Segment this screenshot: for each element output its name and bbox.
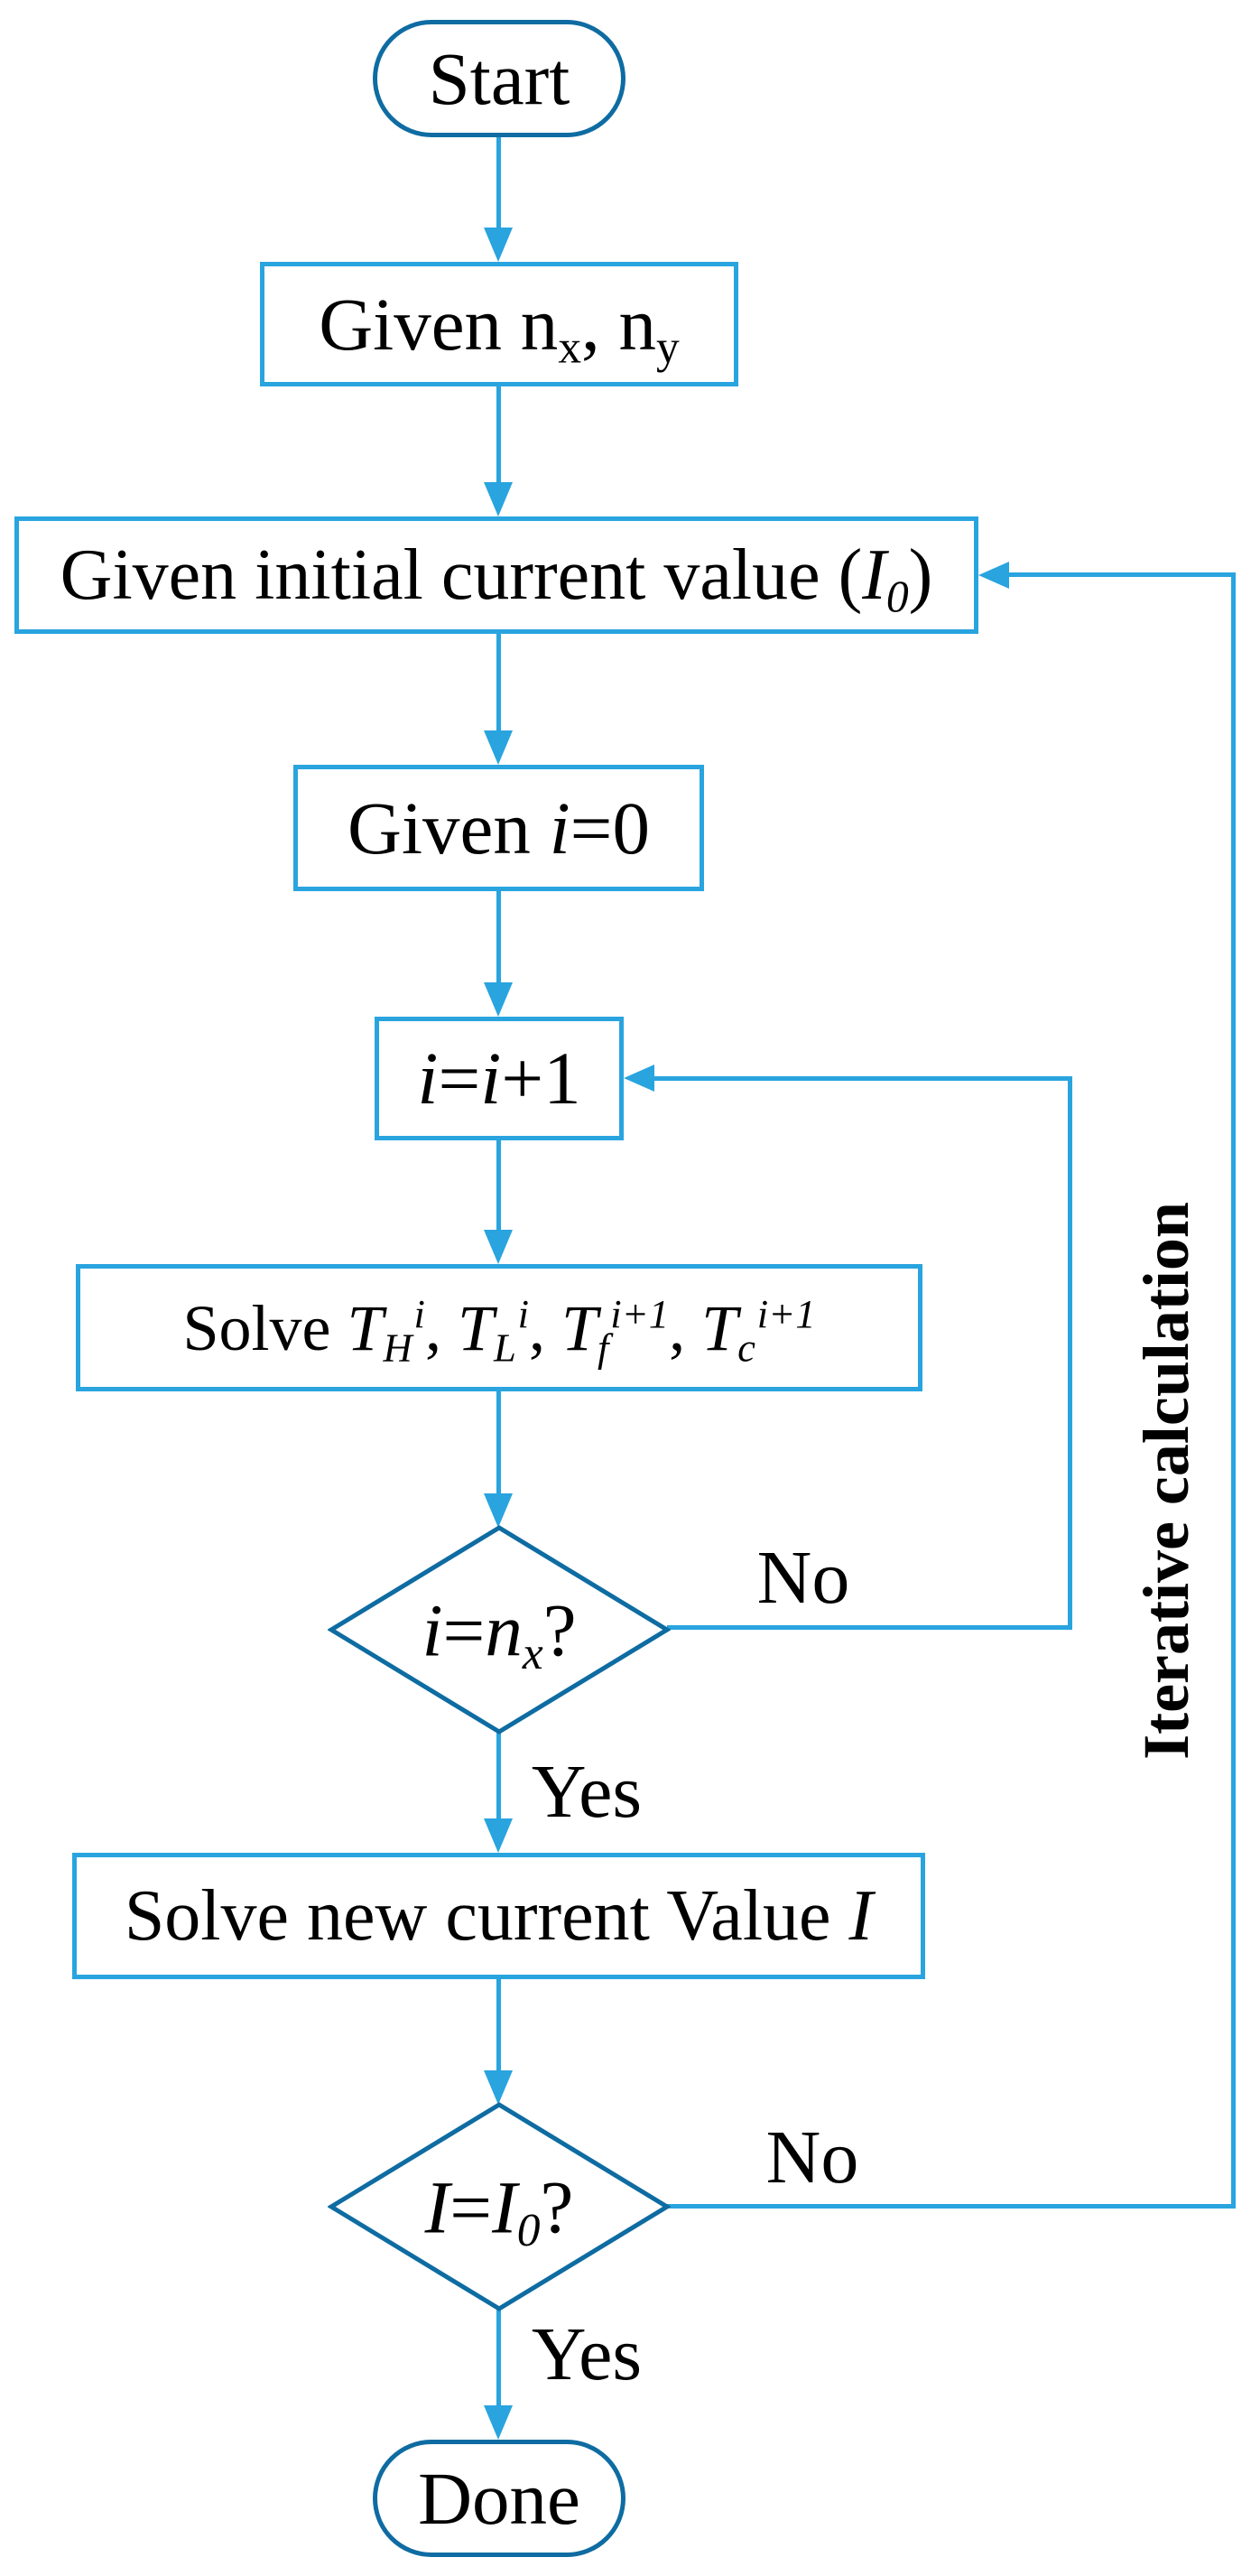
edge-solve-temps-to-decision-i (496, 1391, 501, 1493)
done-label: Done (418, 2456, 580, 2540)
variable: i (480, 1037, 502, 1120)
superscript: i (517, 1290, 529, 1336)
edge-given-i-to-increment (496, 891, 501, 982)
variable: T (561, 1291, 598, 1364)
done-terminal: Done (373, 2440, 626, 2557)
arrowhead-down-icon (484, 982, 513, 1017)
variable: i (417, 1037, 439, 1120)
text-run: +1 (501, 1037, 581, 1120)
text-run: = (442, 1588, 486, 1672)
variable: I (424, 2165, 450, 2249)
process-solve-current: Solve new current Value I (72, 1853, 925, 1979)
yes-label-decision-current: Yes (531, 2312, 643, 2396)
text-run: , (424, 1291, 458, 1364)
edge-given-n-to-given-initial (496, 386, 501, 482)
start-terminal: Start (373, 20, 626, 137)
text-run: ? (542, 1588, 577, 1672)
text-run: Given (348, 786, 550, 870)
diamond-shape (328, 2102, 671, 2311)
given-i-label: Given i=0 (348, 790, 650, 866)
arrowhead-down-icon (484, 1493, 513, 1528)
yes-label-decision-i: Yes (531, 1750, 643, 1834)
subscript: 0 (885, 571, 909, 621)
inner-loop-top-segment (653, 1076, 1072, 1081)
arrowhead-down-icon (484, 482, 513, 516)
text-run: Solve (182, 1291, 348, 1364)
variable: T (701, 1291, 738, 1364)
text-run: , n (581, 282, 657, 366)
variable: I (848, 1876, 874, 1956)
subscript: c (737, 1324, 755, 1370)
edge-given-initial-to-given-i (496, 634, 501, 730)
variable: n (485, 1588, 523, 1672)
process-given-n: Given nx, ny (260, 262, 738, 386)
given-initial-current-label: Given initial current value (I0) (60, 539, 933, 618)
text-run: =0 (570, 786, 650, 870)
arrowhead-down-icon (484, 1230, 513, 1264)
decision-i-diamond (328, 1525, 671, 1734)
variable: i (422, 1588, 443, 1672)
process-given-i: Given i=0 (293, 765, 704, 891)
arrowhead-left-icon (978, 562, 1009, 589)
subscript: f (598, 1324, 609, 1370)
subscript: H (383, 1324, 412, 1370)
subscript: x (558, 321, 582, 373)
outer-loop-vertical-segment (1231, 572, 1236, 2207)
variable: I (862, 535, 886, 615)
variable: T (347, 1291, 384, 1364)
arrowhead-down-icon (484, 228, 513, 262)
variable: I (492, 2165, 517, 2249)
text-run: , (529, 1291, 561, 1364)
decision-i-label: i=nx? (422, 1593, 576, 1677)
solve-current-label: Solve new current Value I (125, 1880, 873, 1952)
subscript: 0 (516, 2204, 541, 2256)
outer-loop-top-segment (1007, 572, 1236, 577)
text-run: Given initial current value ( (60, 535, 863, 615)
text-run: ) (908, 535, 933, 615)
text-run: = (449, 2165, 493, 2249)
arrowhead-left-icon (624, 1065, 654, 1092)
text-run: = (438, 1037, 481, 1120)
edge-increment-to-solve-temps (496, 1140, 501, 1230)
variable: i (549, 786, 570, 870)
superscript: i+1 (610, 1290, 670, 1336)
arrowhead-down-icon (484, 730, 513, 765)
variable: T (457, 1291, 494, 1364)
given-n-label: Given nx, ny (319, 286, 680, 370)
edge-decision-i-yes-to-solve-current (496, 1732, 501, 1818)
increment-label: i=i+1 (417, 1041, 580, 1116)
iterative-calculation-annotation: Iterative calculation (1130, 1202, 1202, 1760)
process-increment: i=i+1 (375, 1017, 624, 1140)
decision-current-diamond (328, 2102, 671, 2311)
inner-loop-vertical-segment (1068, 1076, 1072, 1630)
decision-current-label: I=I0? (425, 2170, 574, 2254)
no-label-decision-current: No (765, 2116, 859, 2199)
arrowhead-down-icon (484, 2070, 513, 2105)
arrowhead-down-icon (484, 1818, 513, 1853)
arrowhead-down-icon (484, 2405, 513, 2440)
process-solve-temps: Solve THi, TLi, Tfi+1, Tci+1 (76, 1264, 922, 1391)
superscript: i (413, 1290, 425, 1336)
outer-loop-bottom-segment (667, 2204, 1236, 2209)
subscript: x (522, 1627, 543, 1679)
diamond-shape (328, 1525, 671, 1734)
text-run: , (669, 1291, 702, 1364)
text-run: Solve new current Value (124, 1876, 849, 1956)
edge-decision-current-yes-to-done (496, 2305, 501, 2405)
solve-temps-label: Solve THi, TLi, Tfi+1, Tci+1 (182, 1294, 815, 1368)
text-run: ? (540, 2165, 574, 2249)
superscript: i+1 (756, 1290, 816, 1336)
process-given-initial-current: Given initial current value (I0) (14, 516, 978, 634)
inner-loop-bottom-segment (667, 1625, 1072, 1630)
edge-start-to-given-n (496, 137, 501, 228)
text-run: Given n (319, 282, 559, 366)
edge-solve-current-to-decision-current (496, 1979, 501, 2070)
start-label: Start (428, 36, 570, 120)
subscript: y (656, 321, 680, 373)
subscript: L (493, 1324, 516, 1370)
no-label-decision-i: No (756, 1536, 850, 1620)
